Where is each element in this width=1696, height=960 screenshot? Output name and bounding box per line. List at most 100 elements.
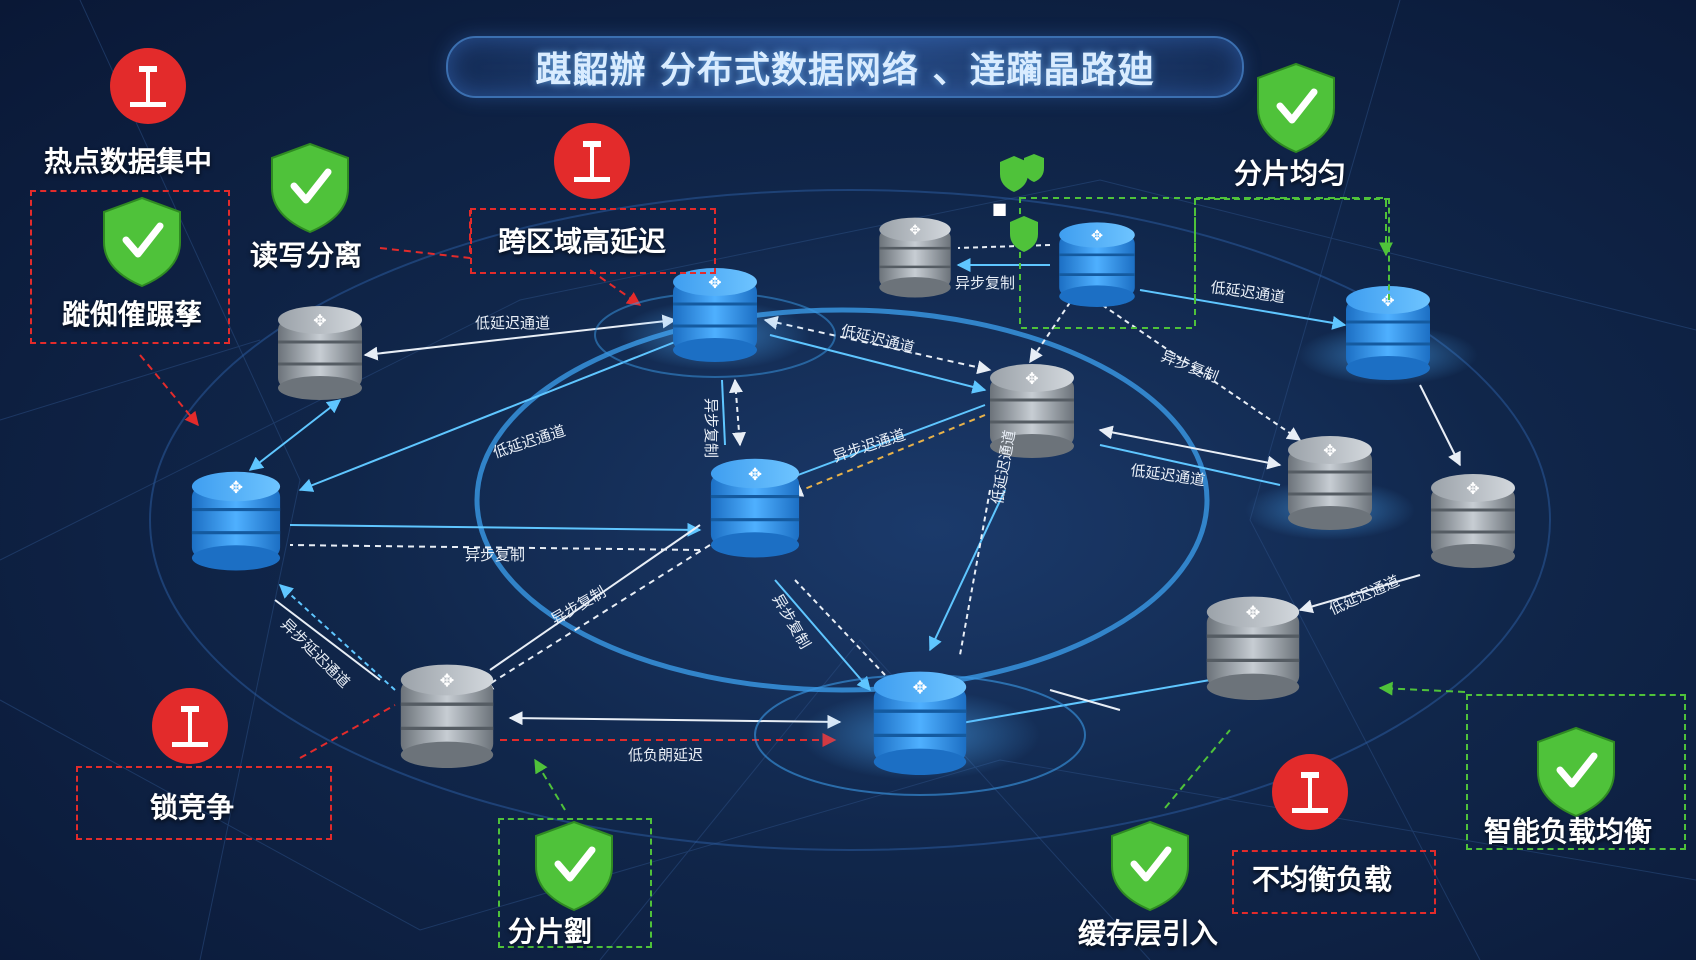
svg-text:✥: ✥: [229, 477, 243, 497]
link-o: [794, 579, 886, 676]
problem-label-lock: 锁竞争: [150, 791, 235, 824]
link-y: [1139, 289, 1347, 330]
link-u: [274, 599, 381, 681]
svg-text:✥: ✥: [440, 672, 455, 692]
svg-text:✥: ✥: [1381, 291, 1394, 310]
check-shield-icon: [535, 820, 613, 912]
link-b: [248, 399, 342, 471]
problem-label-hotspot: 热点数据集中: [44, 145, 213, 178]
db-node-blue-6[interactable]: ✥: [873, 671, 967, 775]
db-node-blue-2[interactable]: ✥: [1059, 222, 1135, 307]
db-node-blue-3[interactable]: ✥: [1346, 286, 1430, 380]
svg-text:✥: ✥: [913, 679, 928, 699]
db-node-blue-4[interactable]: ✥: [191, 471, 281, 571]
link-label: 异步复制: [465, 546, 525, 564]
link-r: [508, 711, 842, 729]
node-highlight-frame: [1019, 197, 1196, 329]
problem-box-hotspot: [30, 190, 230, 344]
solution-label-shard-even: 分片均匀: [1234, 157, 1347, 190]
check-shield-icon: [1537, 726, 1615, 818]
link-x: [1029, 294, 1076, 364]
solution-box-smart-lb: [1466, 694, 1686, 850]
db-node-gray-3[interactable]: ✥: [990, 364, 1074, 458]
problem-label-cross-region: 跨区域高延迟: [498, 225, 667, 258]
link-af: [1049, 689, 1121, 711]
link-k: [721, 379, 726, 446]
check-shield-icon: [1111, 820, 1189, 912]
check-shield-icon: [1257, 62, 1335, 154]
link-label: 异步复制: [702, 398, 720, 458]
problem-box-cross-region: [470, 208, 716, 274]
alert-post-icon: [1272, 754, 1348, 830]
alert-post-icon: [554, 123, 630, 199]
link-j: [728, 378, 747, 447]
svg-text:✥: ✥: [909, 223, 920, 239]
db-node-gray-7[interactable]: ✥: [400, 664, 494, 768]
link-l: [929, 489, 1006, 652]
link-n: [774, 579, 871, 692]
solution-label-rw-split: 读写分离: [250, 239, 363, 272]
link-label: 低延迟通道: [1326, 572, 1402, 619]
svg-text:✥: ✥: [1025, 369, 1038, 388]
link-ad: [1298, 574, 1421, 614]
link-m: [959, 489, 991, 656]
link-t: [278, 584, 396, 691]
solution-icons: [103, 62, 1615, 912]
svg-text:✥: ✥: [748, 464, 762, 484]
link-h: [788, 414, 986, 497]
central-ring: [474, 307, 1210, 693]
solution-label-cache-layer: 缓存层引入: [1078, 917, 1219, 950]
link-ab: [1099, 444, 1281, 486]
solution-box-shard-even: [1194, 198, 1390, 300]
check-shield-icon: [271, 142, 349, 234]
link-label: 低延迟通道: [475, 314, 550, 332]
link-c: [298, 339, 681, 492]
solution-label-hotspot-fix: 蹝倁傕蹍孶: [62, 298, 203, 331]
link-label: 异步迟通道: [831, 426, 908, 466]
link-i: [789, 404, 986, 479]
solution-box-shard: [498, 818, 652, 948]
title-banner: 踸鼦辦 分布式数据网络 、逹躏晶路廸: [446, 36, 1244, 98]
database-node-icon: ✥: [313, 311, 326, 330]
link-w: [957, 244, 1051, 249]
db-node-blue-1[interactable]: ✥: [673, 268, 757, 362]
check-shield-icon: [103, 196, 181, 288]
svg-text:✥: ✥: [1466, 479, 1479, 498]
svg-text:✥: ✥: [1091, 228, 1103, 244]
link-label: 低延迟通道: [839, 321, 916, 357]
link-label: 异步复制: [1159, 347, 1221, 386]
db-node-gray-2[interactable]: ✥: [879, 217, 951, 298]
link-label: 异步复制: [955, 274, 1015, 292]
link-d: [289, 522, 702, 537]
problem-label-unbalanced: 不均衡负载: [1252, 863, 1393, 896]
db-node-gray-4[interactable]: ✥: [1288, 436, 1372, 530]
link-p: [478, 544, 711, 691]
db-node-gray-6[interactable]: ✥: [1206, 596, 1300, 700]
solution-label-shard: 分片劉: [508, 915, 593, 948]
alert-post-icon: [152, 688, 228, 764]
link-q: [489, 524, 701, 671]
db-node-gray-1[interactable]: ✥: [278, 306, 362, 400]
link-aa: [1098, 425, 1282, 470]
problem-box-lock: [76, 766, 332, 840]
link-label: 异步复制: [548, 583, 609, 629]
db-node-gray-5[interactable]: ✥: [1431, 474, 1515, 568]
db-node-blue-5[interactable]: ✥: [710, 458, 800, 558]
link-label: 异步延迟通道: [277, 615, 353, 691]
svg-text:✥: ✥: [1246, 604, 1261, 624]
solution-label-smart-lb: 智能负载均衡: [1484, 815, 1653, 848]
mini-shields: ■: [992, 154, 1044, 252]
outer-ring: [149, 189, 1551, 851]
svg-text:✥: ✥: [1323, 441, 1336, 460]
nodes: ✥ ✥ ✥ ✥: [191, 217, 1515, 796]
problem-icons: [110, 48, 1348, 830]
alert-post-icon: [110, 48, 186, 124]
page-title: 踸鼦辦 分布式数据网络 、逹躏晶路廸: [535, 50, 1155, 91]
link-ac: [1419, 384, 1461, 467]
link-e: [289, 544, 701, 551]
svg-text:■: ■: [992, 199, 1007, 218]
problem-box-unbalanced: [1232, 850, 1436, 914]
svg-text:✥: ✥: [708, 273, 721, 292]
link-label: 低负朗延迟: [628, 746, 703, 764]
